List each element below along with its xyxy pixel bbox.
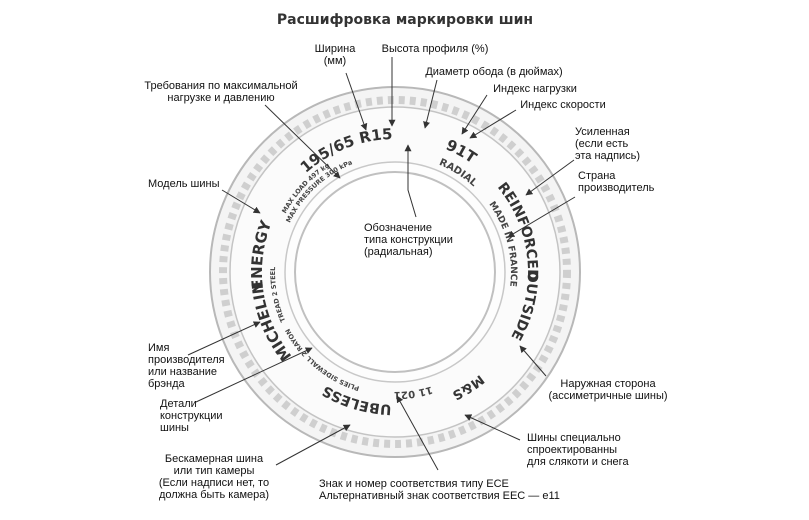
label-line: должна быть камера)	[159, 489, 269, 501]
arrow-ece	[396, 395, 439, 471]
label-line: Детали	[160, 398, 197, 410]
label-speed-index: Индекс скорости	[520, 99, 605, 111]
label-line: Индекс скорости	[520, 99, 605, 111]
page-title: Расшифровка маркировки шин	[277, 12, 533, 28]
label-line: (Если надписи нет, то	[159, 477, 269, 489]
rim-opening	[294, 171, 496, 373]
arrow-details	[195, 347, 313, 403]
label-line: Обозначение	[364, 222, 432, 234]
arrow-rim	[423, 79, 438, 129]
label-line: Шины специально	[527, 432, 621, 444]
label-line: производитель	[578, 182, 655, 194]
label-rim: Диаметр обода (в дюймах)	[425, 66, 562, 78]
arrow-model	[221, 189, 261, 214]
arrow-reinforced	[525, 159, 575, 196]
label-line: Знак и номер соответствия типу ECE	[319, 478, 509, 490]
label-line: или тип камеры	[174, 465, 255, 477]
arrow-load-index	[461, 94, 488, 135]
label-line: эта надпись)	[575, 150, 640, 162]
label-line: Индекс нагрузки	[493, 83, 577, 95]
label-line: Требования по максимальной	[144, 80, 297, 92]
label-line: Высота профиля (%)	[382, 43, 489, 55]
label-line: спроектированны	[527, 444, 617, 456]
arrow-country	[507, 196, 576, 238]
label-line: или название	[148, 366, 217, 378]
label-line: (если есть	[575, 138, 629, 150]
arrow-speed-index	[469, 109, 517, 139]
pointer-arrows	[187, 57, 576, 471]
arrow-outside	[519, 345, 547, 377]
arrow-tubeless	[275, 424, 351, 466]
label-line: (мм)	[324, 55, 346, 67]
callout-labels: Ширина(мм) Высота профиля (%) Диаметр об…	[144, 43, 667, 502]
label-outside: Наружная сторона(ассиметричные шины)	[548, 378, 667, 402]
label-line: для слякоти и снега	[527, 456, 629, 468]
label-line: Ширина	[315, 43, 357, 55]
label-line: Альтернативный знак соответствия EEC — e…	[319, 490, 560, 502]
tread-pattern	[219, 96, 571, 448]
label-width: Ширина(мм)	[315, 43, 357, 67]
label-line: (ассиметричные шины)	[548, 390, 667, 402]
label-line: (радиальная)	[364, 246, 433, 258]
label-line: Страна	[578, 170, 616, 182]
label-line: Бескамерная шина	[165, 453, 264, 465]
label-line: шины	[160, 422, 189, 434]
label-line: конструкции	[160, 410, 223, 422]
label-load-index: Индекс нагрузки	[493, 83, 577, 95]
label-line: брэнда	[148, 378, 186, 390]
label-profile: Высота профиля (%)	[382, 43, 489, 55]
label-line: Усиленная	[575, 126, 630, 138]
label-line: Модель шины	[148, 178, 220, 190]
arrow-construction	[404, 144, 417, 218]
label-line: Диаметр обода (в дюймах)	[425, 66, 562, 78]
label-line: нагрузке и давлению	[167, 92, 274, 104]
label-line: типа конструкции	[364, 234, 453, 246]
arrow-width	[345, 72, 368, 131]
arrow-mud-snow	[464, 414, 521, 441]
arrow-max-req	[264, 104, 341, 179]
tire-graphic	[209, 86, 581, 458]
label-line: Имя	[148, 342, 169, 354]
label-model: Модель шины	[148, 178, 220, 190]
arrow-brand	[187, 321, 261, 356]
label-line: Наружная сторона	[560, 378, 656, 390]
label-line: производителя	[148, 354, 225, 366]
